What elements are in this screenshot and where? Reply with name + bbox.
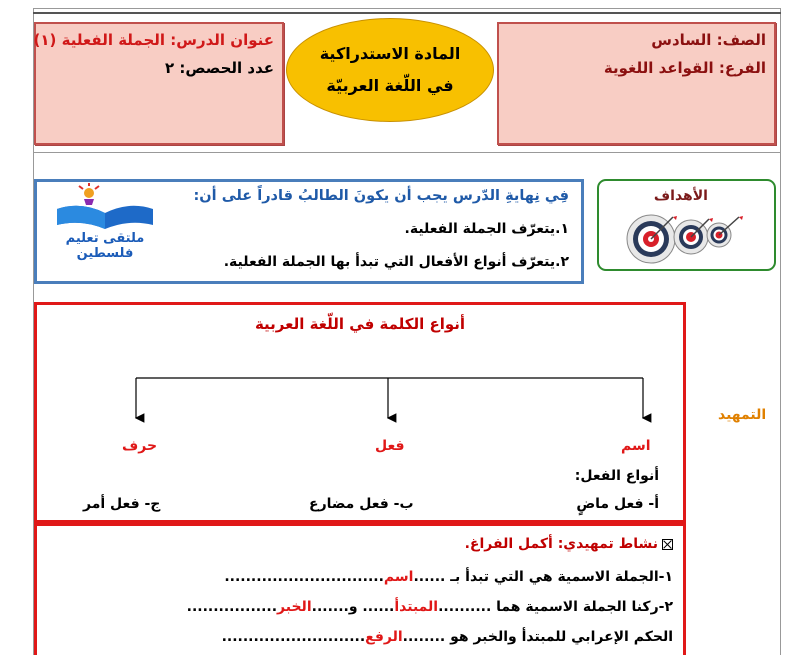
objective-item-1: ١.يتعرّف الجملة الفعلية. xyxy=(404,221,569,237)
line-3-prefix: الحكم الإعرابي للمبتدأ والخبر هو .......… xyxy=(402,629,673,645)
top-rule xyxy=(33,12,781,14)
activity-line-1: ١-الجملة الاسمية هي التي تبدأ بـ ......ا… xyxy=(224,569,673,585)
objective-item-2: ٢.يتعرّف أنواع الأفعال التي تبدأ بها الج… xyxy=(223,254,569,270)
goals-box: الأهداف xyxy=(597,179,776,271)
line-2-mid: ...... و....... xyxy=(311,599,395,615)
line-1-prefix: ١-الجملة الاسمية هي التي تبدأ بـ ...... xyxy=(413,569,673,585)
word-types-section: أنواع الكلمة في اللّغة العربية اسم فعل ح… xyxy=(34,302,686,523)
line-3-answer: الرفع xyxy=(365,629,403,645)
activity-section: نشاط تمهيدي: أكمل الفراغ. ١-الجملة الاسم… xyxy=(34,523,686,655)
lesson-info-box: عنوان الدرس: الجملة الفعلية (١) عدد الحص… xyxy=(34,22,284,145)
sessions-count: عدد الحصص: ٢ xyxy=(164,59,274,77)
word-types-title: أنواع الكلمة في اللّغة العربية xyxy=(254,315,466,333)
line-1-answer: اسم xyxy=(383,569,414,585)
activity-heading: نشاط تمهيدي: أكمل الفراغ. xyxy=(465,536,673,552)
line-2-suffix: ................. xyxy=(186,599,278,615)
activity-heading-text: نشاط تمهيدي: أكمل الفراغ. xyxy=(464,536,658,552)
word-type-particle: حرف xyxy=(122,438,158,454)
line-3-suffix: ........................... xyxy=(221,629,366,645)
line-1-suffix: .............................. xyxy=(224,569,384,585)
word-type-verb: فعل xyxy=(375,438,405,454)
grade-info-box: الصف: السادس الفرع: القواعد اللغوية xyxy=(497,22,776,145)
goals-title: الأهداف xyxy=(653,188,708,204)
intro-side-label: التمهيد xyxy=(718,407,767,423)
verb-type-imperative: ج- فعل أمر xyxy=(83,496,161,512)
checkbox-icon xyxy=(662,538,673,550)
objectives-box: فِي نِهايةِ الدّرس يجب أن يكونَ الطالبُ … xyxy=(34,179,584,284)
line-2-answer-2: الخبر xyxy=(277,599,312,615)
lesson-title: عنوان الدرس: الجملة الفعلية (١) xyxy=(33,31,275,49)
book-logo-icon xyxy=(57,183,153,229)
activity-line-3: الحكم الإعرابي للمبتدأ والخبر هو .......… xyxy=(222,629,673,645)
subject-line-1: المادة الاستدراكية xyxy=(319,44,461,63)
logo-text: ملتقى تعليم فلسطين xyxy=(65,231,145,261)
word-type-noun: اسم xyxy=(621,438,651,454)
subject-badge: المادة الاستدراكية في اللّغة العربيّة xyxy=(286,18,494,122)
verb-types-heading: أنواع الفعل: xyxy=(574,468,659,484)
activity-line-2: ٢-ركنا الجملة الاسمية هما ..........المب… xyxy=(187,599,673,615)
objectives-lead: فِي نِهايةِ الدّرس يجب أن يكونَ الطالبُ … xyxy=(193,188,570,204)
target-icon xyxy=(626,214,743,264)
word-types-tree xyxy=(134,377,652,423)
subject-line-2: في اللّغة العربيّة xyxy=(326,76,454,95)
line-2-answer-1: المبتدأ xyxy=(394,599,439,615)
line-2-prefix: ٢-ركنا الجملة الاسمية هما .......... xyxy=(438,599,673,615)
grade-label: الصف: السادس xyxy=(651,31,766,49)
page-frame xyxy=(33,8,781,655)
site-logo: ملتقى تعليم فلسطين xyxy=(39,183,171,261)
verb-type-present: ب- فعل مضارع xyxy=(309,496,414,512)
verb-type-past: أ- فعل ماضٍ xyxy=(576,496,659,512)
branch-label: الفرع: القواعد اللغوية xyxy=(603,59,766,77)
section-divider xyxy=(33,152,781,153)
